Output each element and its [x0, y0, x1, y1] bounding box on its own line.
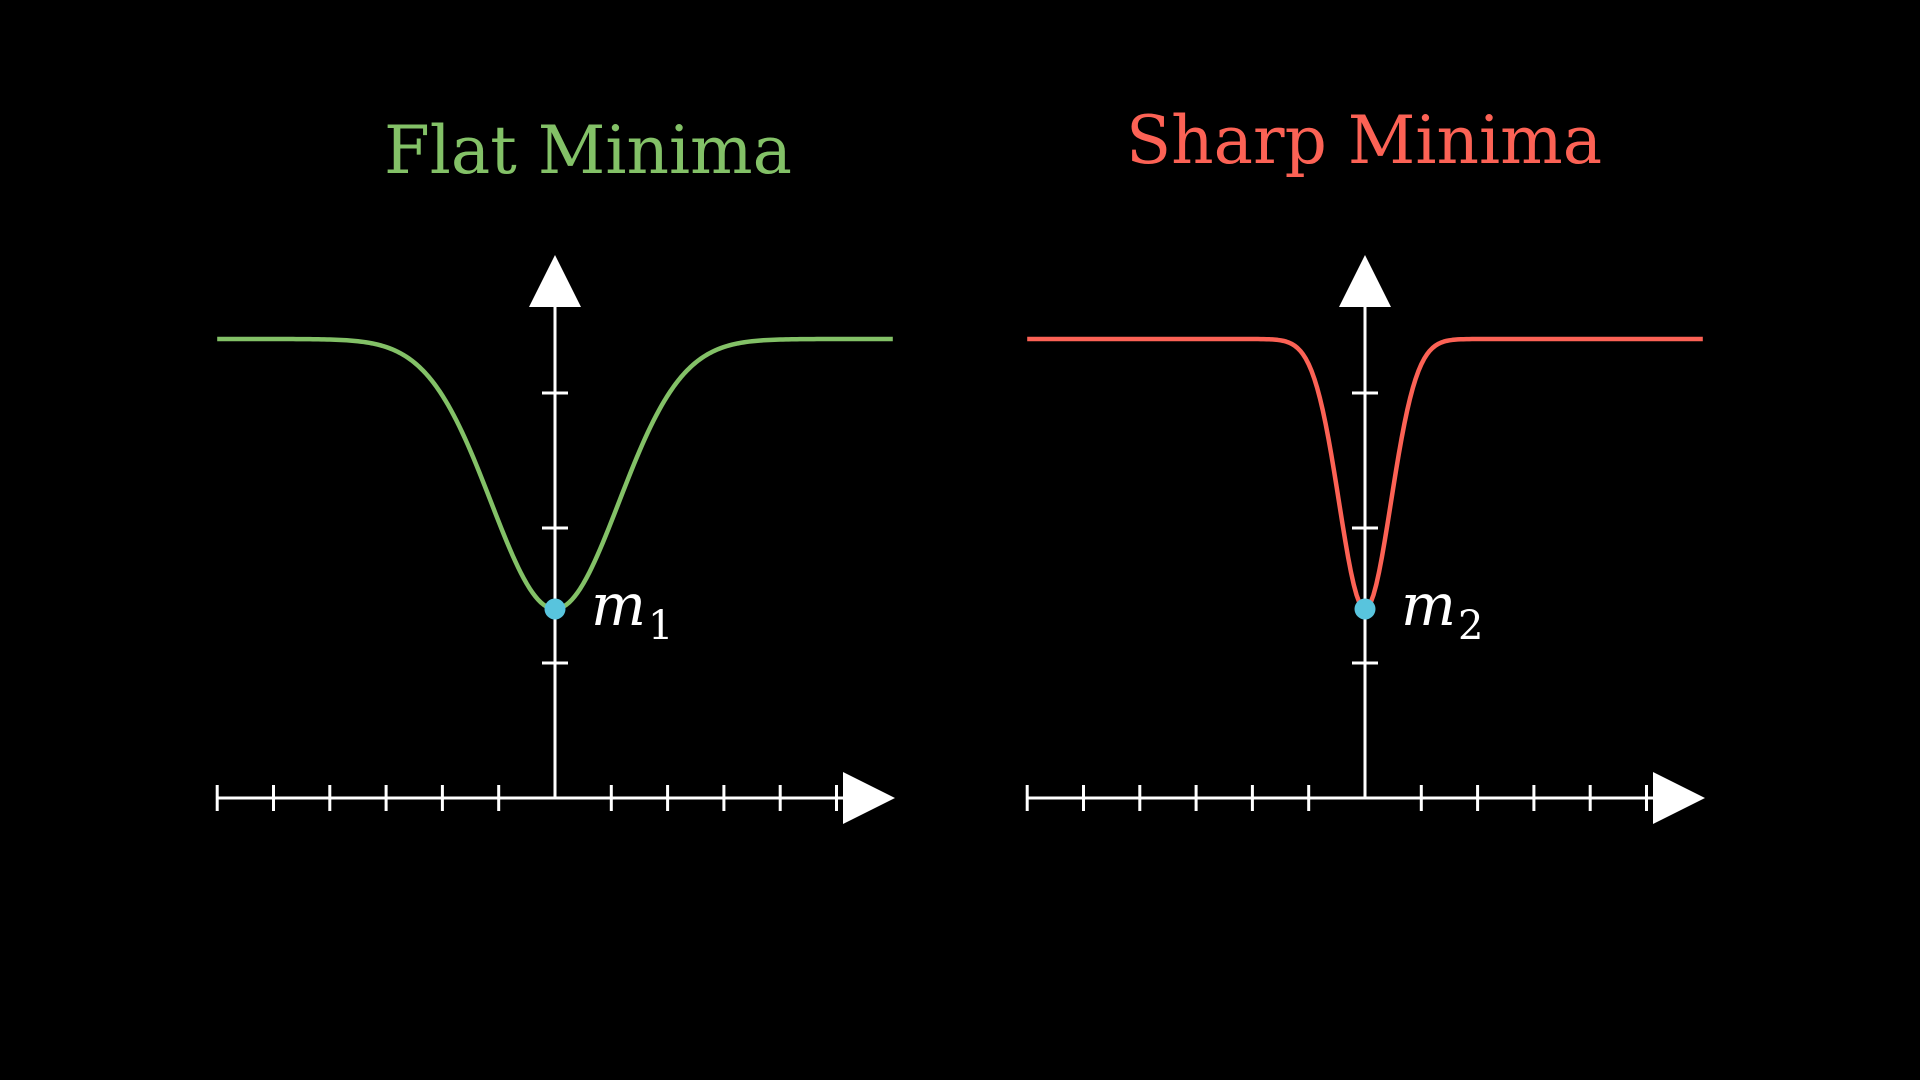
minimum-label: m2 — [1401, 571, 1483, 649]
minimum-point — [544, 598, 566, 620]
minimum-label-letter: m — [1401, 571, 1456, 639]
minimum-point — [1354, 598, 1376, 620]
minimum-label: m1 — [591, 571, 673, 649]
y-axis-arrowhead — [1339, 255, 1391, 307]
flat-minima-title: Flat Minima — [384, 112, 792, 189]
sharp-minima-title: Sharp Minima — [1125, 102, 1603, 179]
minimum-label-subscript: 2 — [1458, 603, 1483, 649]
flat-minima-plot: m1 — [215, 255, 895, 824]
y-axis-arrowhead — [529, 255, 581, 307]
minimum-label-letter: m — [591, 571, 646, 639]
x-axis-arrowhead — [843, 772, 895, 824]
minimum-label-subscript: 1 — [648, 603, 673, 649]
x-axis-arrowhead — [1653, 772, 1705, 824]
sharp-minima-plot: m2 — [1025, 255, 1705, 824]
